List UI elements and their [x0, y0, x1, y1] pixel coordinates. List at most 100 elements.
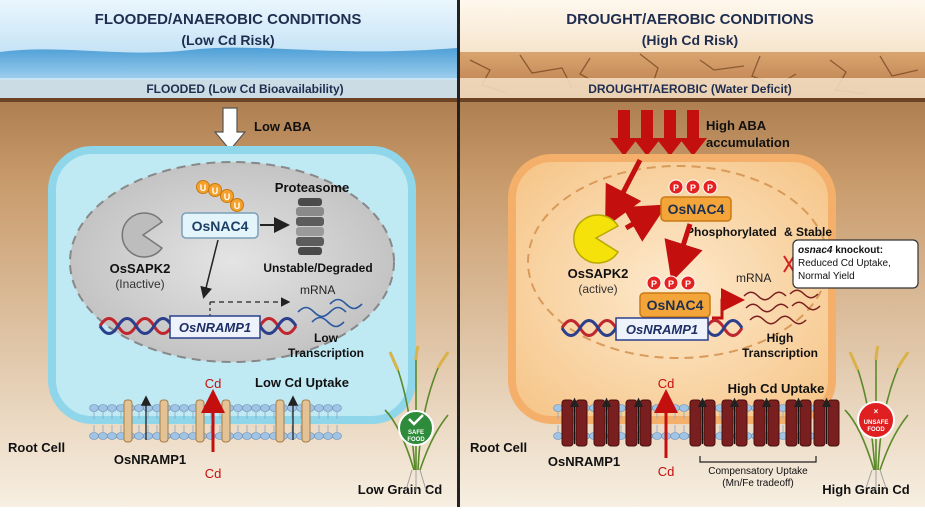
left-transporter-label: OsNRAMP1 [114, 452, 186, 467]
lipid-head [89, 432, 99, 440]
right-panel: DROUGHT/AEROBIC CONDITIONS (High Cd Risk… [460, 0, 925, 507]
left-nac4-label: OsNAC4 [192, 218, 249, 234]
right-nac4-label-top: OsNAC4 [668, 201, 725, 217]
right-nac4-box-top [660, 196, 732, 222]
lipid-head [179, 432, 189, 440]
mrna-wave-icon [297, 298, 363, 328]
pacman-kinase-icon [121, 212, 164, 258]
right-transporter-label: OsNRAMP1 [548, 454, 620, 469]
down-arrow-icon [213, 107, 247, 151]
phosphate-icon: P P P [668, 179, 718, 195]
compensatory-label-2: (Mn/Fe tradeoff) [722, 478, 794, 489]
lipid-head [314, 404, 324, 412]
lipid-head [134, 432, 144, 440]
left-transcription-1: Low [314, 331, 339, 345]
unstable-label: Unstable/Degraded [263, 261, 372, 275]
lipid-head [332, 432, 342, 440]
lipid-head [143, 432, 153, 440]
lipid-head [170, 432, 180, 440]
transporter-subunit [625, 399, 638, 447]
transporter-subunit [827, 399, 840, 447]
proteasome-label: Proteasome [275, 180, 349, 195]
lipid-head [287, 432, 297, 440]
left-band-label: FLOODED (Low Cd Bioavailability) [146, 82, 343, 96]
lipid-head [233, 404, 243, 412]
lipid-head [652, 432, 662, 440]
right-nac4-box-bottom [639, 292, 711, 318]
lipid-head [242, 404, 252, 412]
left-transporters [123, 389, 311, 452]
transporter-subunit [689, 399, 702, 447]
svg-text:P: P [707, 183, 713, 193]
lipid-head [107, 432, 117, 440]
lipid-head [287, 404, 297, 412]
lipid-head [314, 432, 324, 440]
transporter-subunit [593, 399, 606, 447]
red-x-icon [783, 255, 795, 273]
svg-text:P: P [668, 279, 674, 289]
lipid-head [332, 404, 342, 412]
lipid-head [670, 404, 680, 412]
lipid-head [89, 404, 99, 412]
proteasome-icon [296, 198, 324, 255]
svg-text:U: U [212, 186, 219, 196]
lipid-head [260, 432, 270, 440]
right-root-cell-label: Root Cell [470, 440, 527, 455]
svg-text:Normal Yield: Normal Yield [798, 271, 855, 282]
left-transcription-2: Transcription [288, 346, 364, 360]
right-cd-top: Cd [658, 376, 675, 391]
left-sapk2-label: OsSAPK2 [110, 261, 171, 276]
phospho-label: Phosphorylated [686, 225, 777, 239]
lipid-head [179, 404, 189, 412]
stable-label: & Stable [784, 225, 832, 239]
panel-divider [457, 0, 460, 507]
svg-text:P: P [673, 183, 679, 193]
right-cd-bottom: Cd [658, 464, 675, 479]
right-mrna-label: mRNA [736, 271, 771, 285]
lipid-head [107, 404, 117, 412]
lipid-head [143, 404, 153, 412]
svg-text:×: × [874, 407, 879, 416]
right-uptake-label: High Cd Uptake [728, 381, 825, 396]
transporter-subunit [721, 399, 734, 447]
knockout-callout: osnac4 knockout: Reduced Cd Uptake, Norm… [792, 239, 919, 289]
lipid-head [98, 432, 108, 440]
lipid-head [323, 404, 333, 412]
transporter-subunit [735, 399, 748, 447]
left-uptake-label: Low Cd Uptake [255, 375, 349, 390]
left-subtitle: (Low Cd Risk) [181, 32, 274, 48]
high-aba-arrows [610, 110, 707, 156]
lipid-head [553, 432, 563, 440]
lipid-head [553, 404, 563, 412]
left-cd-top: Cd [205, 376, 222, 391]
svg-text:P: P [690, 183, 696, 193]
safe-food-badge: SAFE FOOD [398, 410, 434, 446]
lipid-head [670, 432, 680, 440]
transporter-subunit [767, 399, 780, 447]
transporter-subunit [785, 399, 798, 447]
right-transcription-1: High [767, 331, 794, 345]
transporter-subunit [813, 399, 826, 447]
right-nac4-label-bottom: OsNAC4 [647, 297, 704, 313]
left-panel: FLOODED/ANAEROBIC CONDITIONS (Low Cd Ris… [0, 0, 457, 507]
lipid-head [652, 404, 662, 412]
dna-helix-icon [98, 317, 298, 335]
transporter-subunit [703, 399, 716, 447]
right-sapk2-state: (active) [578, 282, 617, 296]
right-transporters [561, 397, 840, 447]
lipid-head [242, 432, 252, 440]
ubiquitin-icon: U U U U [196, 180, 244, 212]
mrna-wave-icon [743, 289, 821, 325]
transporter-subunit [639, 399, 652, 447]
transporter-subunit [799, 399, 812, 447]
right-band-label: DROUGHT/AEROBIC (Water Deficit) [588, 82, 792, 96]
right-aba-label-1: High ABA [706, 118, 767, 133]
svg-text:Reduced Cd Uptake,: Reduced Cd Uptake, [798, 258, 891, 269]
lipid-head [98, 404, 108, 412]
lipid-head [260, 404, 270, 412]
right-grain-label: High Grain Cd [822, 482, 909, 497]
left-sapk2-state: (Inactive) [115, 277, 164, 291]
right-subtitle: (High Cd Risk) [642, 32, 738, 48]
